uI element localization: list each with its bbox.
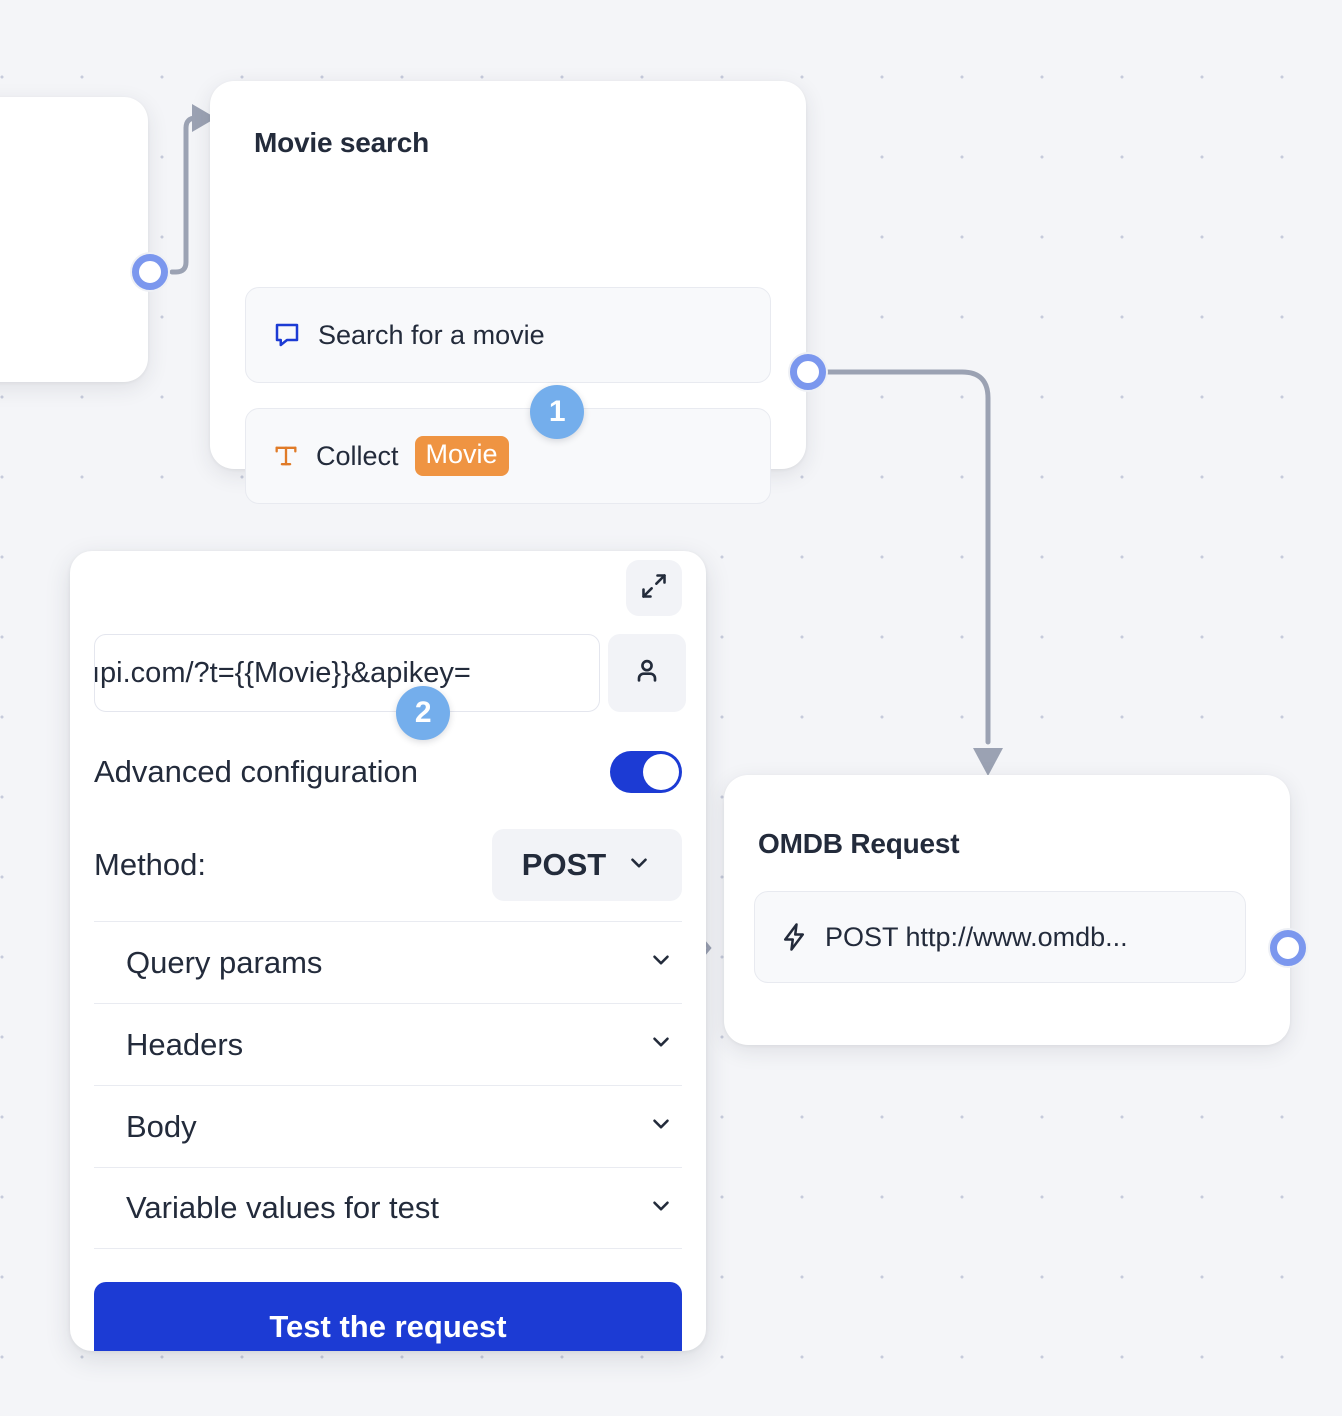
edge-partial-to-movie bbox=[169, 115, 201, 275]
accordion-label: Body bbox=[126, 1108, 197, 1144]
test-the-request-button[interactable]: Test the request bbox=[94, 1282, 682, 1351]
omdb-request-node[interactable]: OMDB Request POST http://www.omdb... bbox=[724, 775, 1290, 1045]
request-config-panel[interactable]: ıpi.com/?t={{Movie}}&apikey= Advanced co… bbox=[70, 551, 706, 1351]
movie-search-row-search[interactable]: Search for a movie bbox=[245, 287, 771, 383]
variable-chip-movie[interactable]: Movie bbox=[414, 436, 509, 476]
advanced-configuration-row: Advanced configuration bbox=[94, 744, 682, 800]
url-row: ıpi.com/?t={{Movie}}&apikey= bbox=[94, 634, 686, 712]
movie-search-row-collect-label: Collect bbox=[316, 440, 399, 471]
text-type-icon bbox=[272, 442, 300, 470]
port-movie-output[interactable] bbox=[788, 352, 828, 392]
accordion-label: Query params bbox=[126, 944, 323, 980]
edge-movie-to-omdb bbox=[825, 369, 991, 745]
toggle-knob bbox=[643, 754, 679, 790]
accordion-item-headers[interactable]: Headers bbox=[94, 1003, 682, 1085]
accordion-label: Variable values for test bbox=[126, 1190, 440, 1225]
arrowhead-right-icon bbox=[192, 104, 216, 132]
arrowhead-down-icon bbox=[973, 748, 1003, 776]
step-badge-2: 2 bbox=[396, 686, 450, 740]
port-omdb-output[interactable] bbox=[1268, 928, 1308, 968]
step-badge-1: 1 bbox=[530, 385, 584, 439]
omdb-request-row[interactable]: POST http://www.omdb... bbox=[754, 891, 1246, 983]
chevron-down-icon bbox=[648, 947, 674, 978]
advanced-configuration-toggle[interactable] bbox=[610, 751, 682, 793]
accordion-item-query-params[interactable]: Query params bbox=[94, 921, 682, 1003]
chat-bubble-icon bbox=[272, 320, 302, 350]
method-row: Method: POST bbox=[94, 823, 682, 907]
partial-node-card[interactable] bbox=[0, 97, 148, 382]
method-label: Method: bbox=[94, 847, 207, 882]
accordion-label: Headers bbox=[126, 1026, 244, 1062]
request-url-value: ıpi.com/?t={{Movie}}&apikey= bbox=[94, 656, 471, 689]
method-value: POST bbox=[521, 847, 607, 882]
expand-diagonal-icon bbox=[640, 572, 668, 605]
movie-search-row-collect[interactable]: Collect Movie bbox=[245, 408, 771, 504]
omdb-request-row-label: POST http://www.omdb... bbox=[825, 921, 1128, 952]
port-partial-output[interactable] bbox=[130, 252, 170, 292]
accordion-item-body[interactable]: Body bbox=[94, 1085, 682, 1167]
chevron-down-icon bbox=[626, 850, 652, 881]
request-accordion: Query params Headers Body Variable value… bbox=[94, 921, 682, 1249]
url-user-button[interactable] bbox=[608, 634, 686, 712]
request-url-input[interactable]: ıpi.com/?t={{Movie}}&apikey= bbox=[94, 634, 600, 712]
person-icon bbox=[631, 655, 663, 692]
movie-search-title: Movie search bbox=[254, 127, 430, 158]
chevron-down-icon bbox=[648, 1193, 674, 1224]
omdb-request-title: OMDB Request bbox=[758, 828, 960, 859]
chevron-down-icon bbox=[648, 1029, 674, 1060]
accordion-item-variable-values-for-test[interactable]: Variable values for test bbox=[94, 1167, 682, 1249]
movie-search-node[interactable]: Movie search Search for a movie Collect bbox=[210, 81, 806, 504]
chevron-down-icon bbox=[648, 1111, 674, 1142]
method-select[interactable]: POST bbox=[492, 829, 682, 901]
advanced-configuration-label: Advanced configuration bbox=[94, 754, 419, 789]
lightning-bolt-icon bbox=[779, 922, 809, 952]
movie-search-row-search-label: Search for a movie bbox=[318, 319, 545, 350]
expand-panel-button[interactable] bbox=[626, 560, 682, 616]
